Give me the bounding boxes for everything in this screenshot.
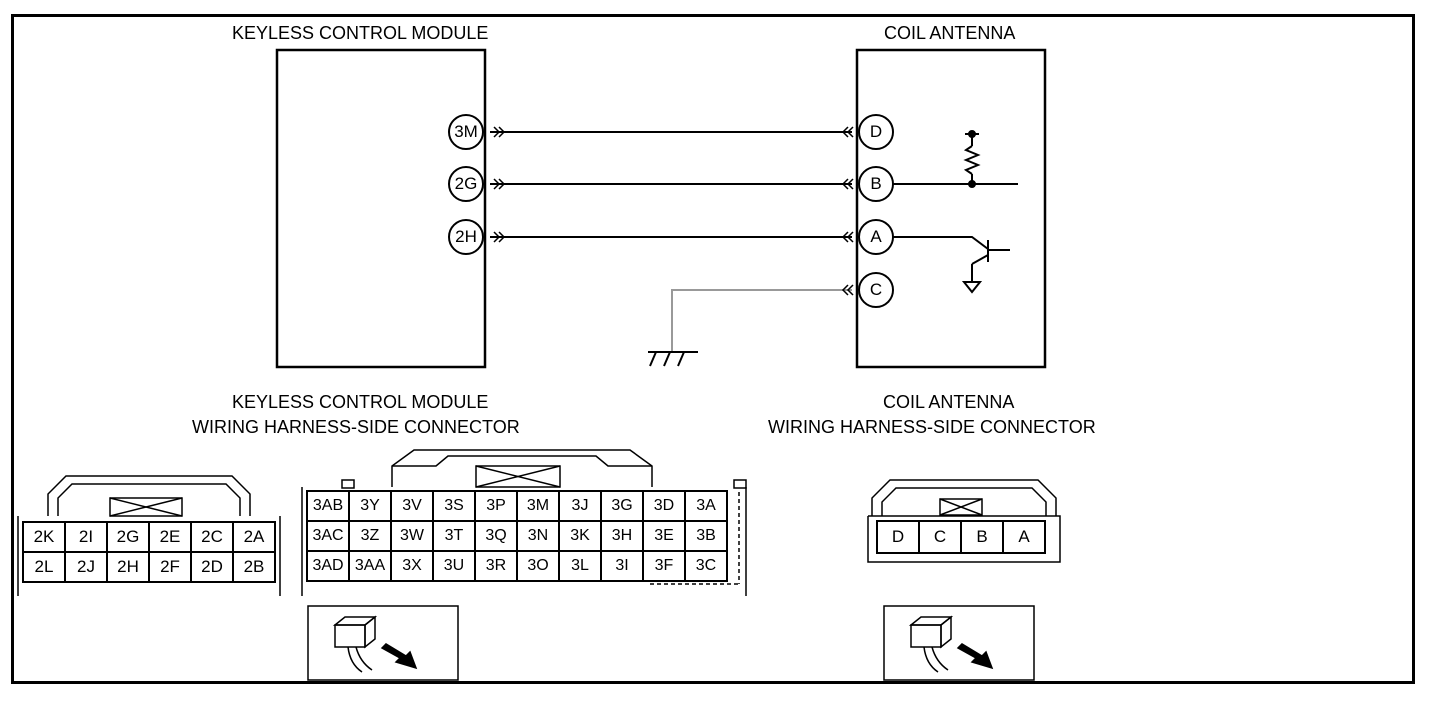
table-row: 3AB 3Y 3V 3S 3P 3M 3J 3G 3D 3A (306, 490, 728, 522)
terminal-cell: D (876, 520, 920, 554)
kcm-pin-3m: 3M (448, 114, 484, 150)
transistor-symbol (893, 236, 1010, 294)
kcm-connector-3-grid: 3AB 3Y 3V 3S 3P 3M 3J 3G 3D 3A 3AC 3Z 3W… (306, 490, 728, 582)
ground-symbol (648, 351, 698, 367)
kcm-connector-title-1: KEYLESS CONTROL MODULE (232, 392, 489, 412)
terminal-cell: 3T (432, 520, 476, 552)
coil-connector-housing (867, 479, 1061, 563)
terminal-cell: 3X (390, 550, 434, 582)
terminal-cell: 3H (600, 520, 644, 552)
terminal-cell: 3Y (348, 490, 392, 522)
coil-antenna-title: COIL ANTENNA (884, 23, 1016, 43)
terminal-cell: 2E (148, 521, 192, 553)
terminal-cell: 3U (432, 550, 476, 582)
terminal-cell: 2I (64, 521, 108, 553)
wire-c-ground (671, 289, 852, 352)
terminal-cell: 2H (106, 551, 150, 583)
terminal-cell: 2L (22, 551, 66, 583)
terminal-cell: 3R (474, 550, 518, 582)
coil-chevrons (841, 126, 854, 296)
coil-connector-title-1: COIL ANTENNA (883, 392, 1015, 412)
terminal-cell: 3AB (306, 490, 350, 522)
terminal-cell: 3E (642, 520, 686, 552)
terminal-cell: 2K (22, 521, 66, 553)
kcm-connector-title-2: WIRING HARNESS-SIDE CONNECTOR (192, 417, 520, 437)
table-row: D C B A (876, 520, 1046, 554)
terminal-cell: 2F (148, 551, 192, 583)
terminal-cell: 3N (516, 520, 560, 552)
terminal-cell: 3Q (474, 520, 518, 552)
terminal-cell: 3J (558, 490, 602, 522)
terminal-cell: 3F (642, 550, 686, 582)
terminal-cell: 3G (600, 490, 644, 522)
terminal-cell: 2C (190, 521, 234, 553)
terminal-cell: 3C (684, 550, 728, 582)
terminal-cell: 3W (390, 520, 434, 552)
terminal-cell: 3D (642, 490, 686, 522)
terminal-cell: A (1002, 520, 1046, 554)
coil-pin-a: A (858, 219, 894, 255)
terminal-cell: 3V (390, 490, 434, 522)
terminal-cell: 3AD (306, 550, 350, 582)
connector-3-housing (301, 449, 747, 596)
diagram-frame (11, 14, 1415, 684)
kcm-title: KEYLESS CONTROL MODULE (232, 23, 489, 43)
table-row: 2K 2I 2G 2E 2C 2A (22, 521, 276, 553)
terminal-cell: 2A (232, 521, 276, 553)
coil-pin-b: B (858, 166, 894, 202)
terminal-cell: 3P (474, 490, 518, 522)
terminal-cell: 3AA (348, 550, 392, 582)
coil-connector-grid: D C B A (876, 520, 1046, 554)
view-indicator-right (883, 605, 1035, 681)
coil-antenna-box (855, 48, 1047, 369)
table-row: 2L 2J 2H 2F 2D 2B (22, 551, 276, 583)
kcm-pin-2h: 2H (448, 219, 484, 255)
terminal-cell: 3M (516, 490, 560, 522)
kcm-chevrons (493, 126, 506, 243)
coil-connector-title-2: WIRING HARNESS-SIDE CONNECTOR (768, 417, 1096, 437)
terminal-cell: 2B (232, 551, 276, 583)
terminal-cell: 3B (684, 520, 728, 552)
terminal-cell: 2J (64, 551, 108, 583)
connector-2-housing (17, 475, 281, 596)
terminal-cell: 3L (558, 550, 602, 582)
kcm-box (275, 48, 487, 369)
terminal-cell: 2D (190, 551, 234, 583)
terminal-cell: 3AC (306, 520, 350, 552)
terminal-cell: 3K (558, 520, 602, 552)
terminal-cell: 3A (684, 490, 728, 522)
terminal-cell: B (960, 520, 1004, 554)
terminal-cell: C (918, 520, 962, 554)
terminal-cell: 3S (432, 490, 476, 522)
terminal-cell: 3O (516, 550, 560, 582)
resistor-symbol (893, 130, 1018, 188)
coil-pin-c: C (858, 272, 894, 308)
terminal-cell: 3I (600, 550, 644, 582)
terminal-cell: 2G (106, 521, 150, 553)
kcm-pin-2g: 2G (448, 166, 484, 202)
table-row: 3AC 3Z 3W 3T 3Q 3N 3K 3H 3E 3B (306, 520, 728, 552)
kcm-connector-2-grid: 2K 2I 2G 2E 2C 2A 2L 2J 2H 2F 2D 2B (22, 521, 276, 583)
coil-pin-d: D (858, 114, 894, 150)
table-row: 3AD 3AA 3X 3U 3R 3O 3L 3I 3F 3C (306, 550, 728, 582)
view-indicator-left (307, 605, 459, 681)
terminal-cell: 3Z (348, 520, 392, 552)
